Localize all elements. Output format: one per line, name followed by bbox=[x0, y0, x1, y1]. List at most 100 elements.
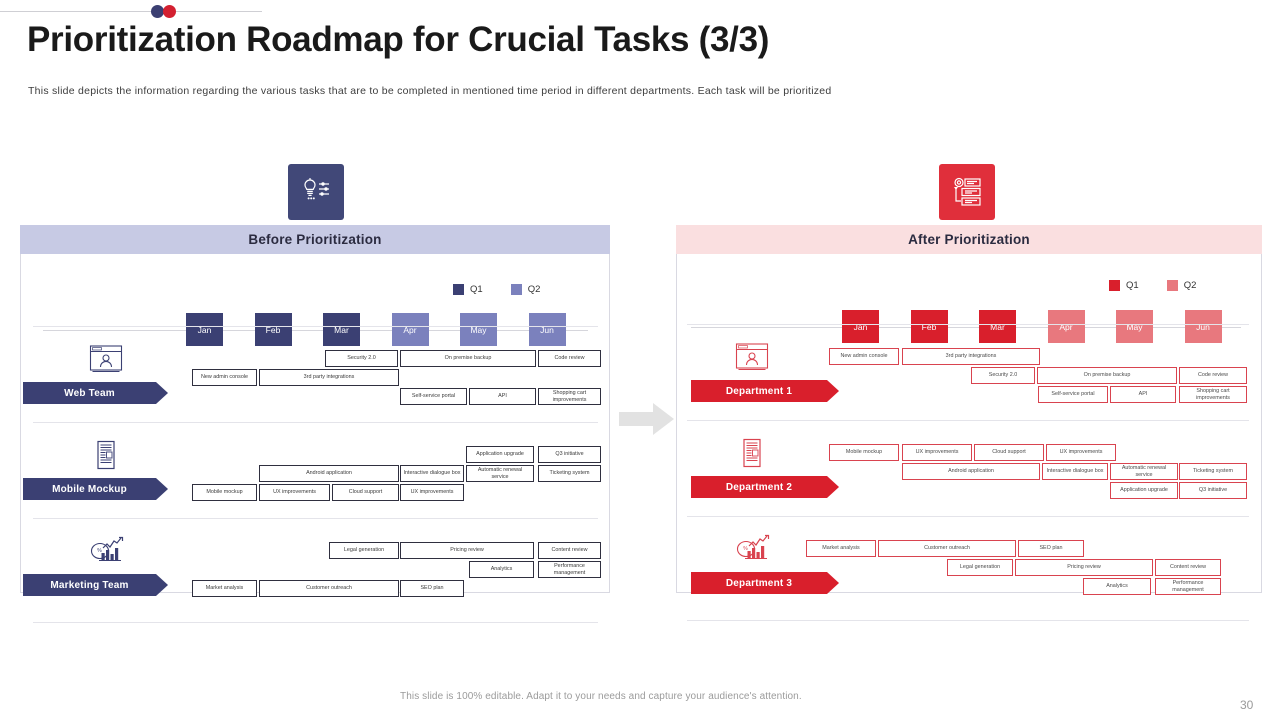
task-bar[interactable]: Mobile mockup bbox=[192, 484, 257, 501]
browser-user-icon bbox=[735, 343, 769, 370]
legend-label: Q2 bbox=[527, 284, 541, 295]
task-bar[interactable]: Automatic renewal service bbox=[1110, 463, 1178, 480]
task-bar[interactable]: Legal generation bbox=[329, 542, 399, 559]
task-bar[interactable]: Application upgrade bbox=[466, 446, 534, 463]
month-marker-mar: Mar bbox=[979, 310, 1016, 343]
task-bar[interactable]: Performance management bbox=[538, 561, 601, 578]
month-marker-jan: Jan bbox=[186, 313, 223, 346]
svg-text:%: % bbox=[743, 546, 748, 552]
task-bar[interactable]: Content review bbox=[538, 542, 601, 559]
task-bar[interactable]: On premise backup bbox=[1037, 367, 1177, 384]
task-bar[interactable]: Cloud support bbox=[974, 444, 1044, 461]
task-bar[interactable]: Security 2.0 bbox=[325, 350, 398, 367]
task-bar[interactable]: Android application bbox=[259, 465, 399, 482]
task-bar[interactable]: Code review bbox=[538, 350, 601, 367]
task-bar[interactable]: SEO plan bbox=[400, 580, 464, 597]
task-bar[interactable]: Analytics bbox=[1083, 578, 1151, 595]
task-bar[interactable]: 3rd party integrations bbox=[259, 369, 399, 386]
row-icon-market-chart-icon: % bbox=[89, 536, 124, 566]
task-bar[interactable]: Customer outreach bbox=[878, 540, 1016, 557]
task-bar[interactable]: UX improvements bbox=[902, 444, 972, 461]
task-bar[interactable]: Legal generation bbox=[947, 559, 1013, 576]
row-label: Department 3 bbox=[725, 577, 793, 589]
task-bar[interactable]: Q3 initiative bbox=[1179, 482, 1247, 499]
after-panel-badge bbox=[939, 164, 995, 220]
task-bar[interactable]: New admin console bbox=[829, 348, 899, 365]
mobile-document-icon bbox=[743, 438, 761, 468]
task-bar[interactable]: API bbox=[1110, 386, 1176, 403]
legend-label: Q1 bbox=[1126, 280, 1139, 291]
month-marker-may: May bbox=[460, 313, 497, 346]
task-bar[interactable]: Ticketing system bbox=[538, 465, 601, 482]
after-legend: Q1 Q2 bbox=[1109, 280, 1216, 291]
task-bar[interactable]: Analytics bbox=[469, 561, 534, 578]
task-bar[interactable]: Cloud support bbox=[332, 484, 399, 501]
task-bar[interactable]: Self-service portal bbox=[1038, 386, 1108, 403]
row-separator bbox=[33, 326, 598, 327]
task-bar[interactable]: New admin console bbox=[192, 369, 257, 386]
task-bar[interactable]: Ticketing system bbox=[1179, 463, 1247, 480]
task-bar[interactable]: Security 2.0 bbox=[971, 367, 1035, 384]
row-label-chevron[interactable]: Mobile Mockup bbox=[23, 478, 168, 500]
legend-swatch-q1-icon bbox=[453, 284, 464, 295]
task-bar[interactable]: API bbox=[469, 388, 536, 405]
month-marker-jun: Jun bbox=[528, 313, 566, 346]
row-label-chevron[interactable]: Department 3 bbox=[691, 572, 839, 594]
decor-dot-navy-icon bbox=[151, 5, 164, 18]
task-bar[interactable]: SEO plan bbox=[1018, 540, 1084, 557]
row-label-chevron[interactable]: Marketing Team bbox=[23, 574, 168, 596]
task-bar[interactable]: Interactive dialogue box bbox=[400, 465, 464, 482]
month-marker-feb: Feb bbox=[910, 310, 948, 343]
after-timeline-axis bbox=[691, 327, 1241, 328]
row-label-chevron[interactable]: Department 2 bbox=[691, 476, 839, 498]
task-bar[interactable]: Market analysis bbox=[192, 580, 257, 597]
task-bar[interactable]: Application upgrade bbox=[1110, 482, 1178, 499]
page-title: Prioritization Roadmap for Crucial Tasks… bbox=[27, 20, 770, 59]
task-bar[interactable]: Market analysis bbox=[806, 540, 876, 557]
task-bar[interactable]: UX improvements bbox=[400, 484, 464, 501]
task-bar[interactable]: 3rd party integrations bbox=[902, 348, 1040, 365]
task-bar[interactable]: On premise backup bbox=[400, 350, 536, 367]
month-marker-apr: Apr bbox=[391, 313, 429, 346]
process-flow-gear-icon bbox=[954, 177, 981, 206]
transition-arrow-icon bbox=[619, 400, 677, 438]
task-bar[interactable]: UX improvements bbox=[1046, 444, 1116, 461]
header-rule bbox=[0, 11, 262, 12]
after-panel-header: After Prioritization bbox=[676, 225, 1262, 254]
task-bar[interactable]: Shopping cart improvements bbox=[1179, 386, 1247, 403]
month-marker-jun: Jun bbox=[1184, 310, 1222, 343]
legend-item-q1: Q1 bbox=[1109, 280, 1139, 291]
row-label: Mobile Mockup bbox=[52, 483, 127, 495]
task-bar[interactable]: Performance management bbox=[1155, 578, 1221, 595]
row-icon-market-chart-icon: % bbox=[735, 534, 770, 564]
task-bar[interactable]: Automatic renewal service bbox=[466, 465, 534, 482]
task-bar[interactable]: Content review bbox=[1155, 559, 1221, 576]
row-icon-mobile-document-icon bbox=[89, 440, 123, 470]
task-bar[interactable]: Shopping cart improvements bbox=[538, 388, 601, 405]
row-label: Marketing Team bbox=[50, 579, 129, 591]
row-icon-mobile-document-icon bbox=[735, 438, 769, 468]
task-bar[interactable]: Android application bbox=[902, 463, 1040, 480]
row-separator bbox=[687, 516, 1249, 517]
decor-dot-red-icon bbox=[163, 5, 176, 18]
task-bar[interactable]: Pricing review bbox=[1015, 559, 1153, 576]
row-label-chevron[interactable]: Department 1 bbox=[691, 380, 839, 402]
task-bar[interactable]: UX improvements bbox=[259, 484, 330, 501]
task-bar[interactable]: Pricing review bbox=[400, 542, 534, 559]
row-label-chevron[interactable]: Web Team bbox=[23, 382, 168, 404]
legend-label: Q2 bbox=[1183, 280, 1197, 291]
task-bar[interactable]: Mobile mockup bbox=[829, 444, 899, 461]
svg-text:%: % bbox=[97, 548, 102, 554]
task-bar[interactable]: Self-service portal bbox=[400, 388, 467, 405]
task-bar[interactable]: Q3 initiative bbox=[538, 446, 601, 463]
task-bar[interactable]: Interactive dialogue box bbox=[1042, 463, 1108, 480]
task-bar[interactable]: Customer outreach bbox=[259, 580, 399, 597]
task-bar[interactable]: Code review bbox=[1179, 367, 1247, 384]
legend-swatch-q2-icon bbox=[510, 284, 522, 295]
row-icon-browser-user-icon bbox=[89, 344, 123, 374]
